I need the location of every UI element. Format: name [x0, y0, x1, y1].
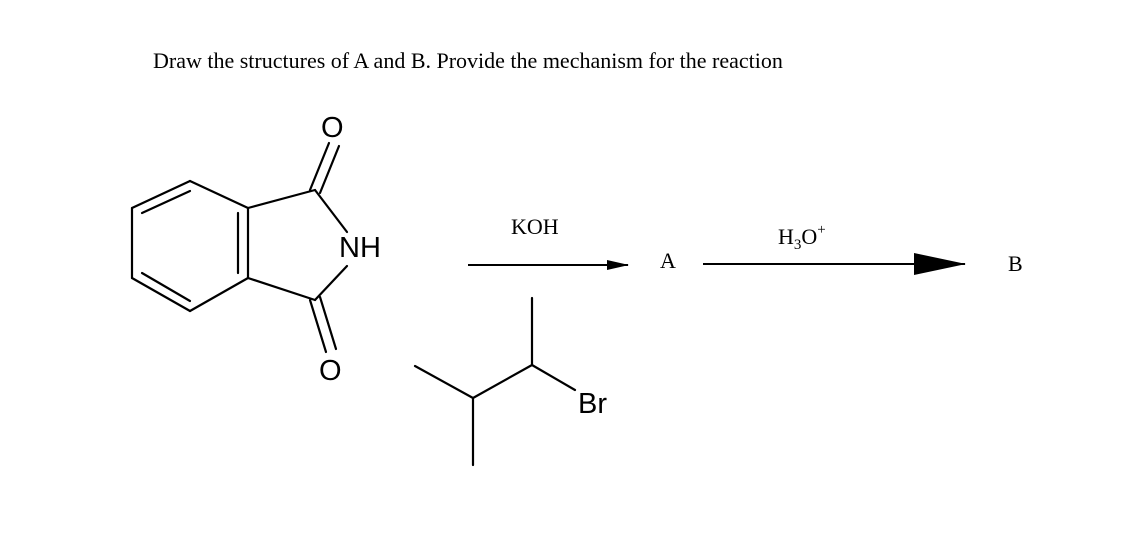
question-text: Draw the structures of A and B. Provide …: [153, 48, 783, 73]
nh-label: NH: [339, 232, 381, 264]
alkyl-bromide-structure: [413, 296, 577, 467]
product-a-label: A: [660, 248, 676, 273]
reagent-h3o-plus: H3O+: [778, 222, 826, 253]
phthalimide-structure: [130, 141, 349, 354]
carbonyl-top-bond: [308, 141, 341, 195]
bromine-label: Br: [578, 388, 607, 420]
imide-ring: [246, 188, 349, 302]
carbonyl-bottom-bond: [308, 295, 338, 354]
oxygen-bottom-label: O: [319, 355, 342, 387]
reagent-koh: KOH: [511, 214, 559, 239]
product-b-label: B: [1008, 251, 1023, 276]
oxygen-top-label: O: [321, 112, 344, 144]
benzene-ring: [130, 179, 250, 313]
